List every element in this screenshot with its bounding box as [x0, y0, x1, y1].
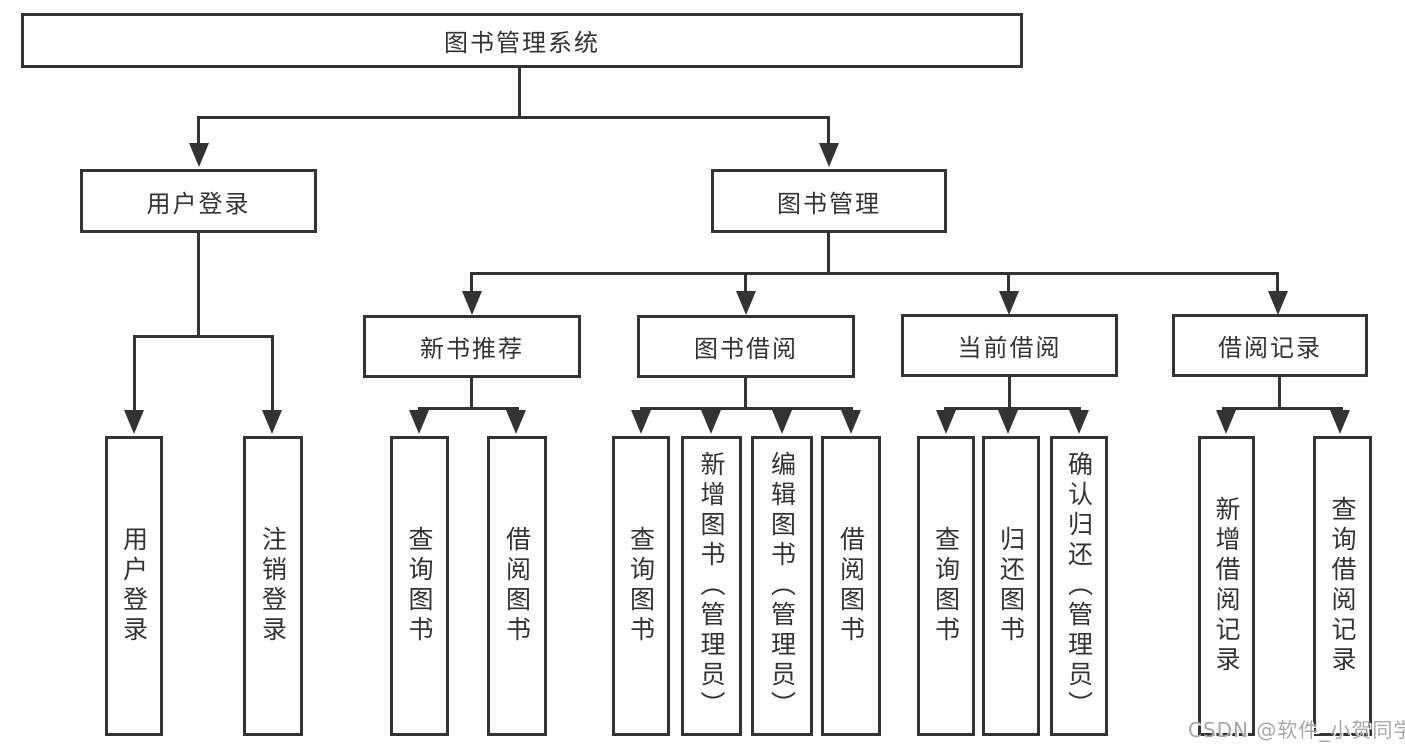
arrow-down-icon — [124, 410, 144, 434]
arrow-down-icon — [999, 291, 1019, 315]
connector-line — [640, 407, 853, 410]
leaf-borrow-book-recommend: 借阅图书 — [487, 436, 547, 736]
node-label: 借阅图书 — [502, 526, 532, 646]
leaf-user-login: 用户登录 — [105, 436, 163, 736]
connector-line — [470, 376, 473, 409]
arrow-down-icon — [701, 410, 721, 434]
node-label: 查询图书 — [626, 526, 656, 646]
node-label: 查询借阅记录 — [1328, 496, 1357, 676]
leaf-borrow-book: 借阅图书 — [821, 436, 881, 736]
node-label: 注销登录 — [258, 526, 288, 646]
connector-line — [470, 272, 473, 294]
connector-line — [827, 116, 830, 148]
arrow-down-icon — [1330, 410, 1350, 434]
node-label: 查询图书 — [931, 526, 961, 646]
arrow-down-icon — [936, 410, 956, 434]
connector-line — [197, 116, 200, 148]
arrow-down-icon — [1268, 291, 1288, 315]
arrow-down-icon — [506, 410, 526, 434]
connector-line — [744, 376, 747, 409]
connector-line — [133, 335, 274, 338]
node-label: 新书推荐 — [420, 335, 524, 363]
arrow-down-icon — [262, 410, 282, 434]
connector-line — [133, 335, 136, 413]
connector-line — [1278, 376, 1281, 409]
node-label: 新增借阅记录 — [1212, 496, 1241, 676]
arrow-down-icon — [631, 410, 651, 434]
leaf-query-book-borrow: 查询图书 — [612, 436, 670, 736]
leaf-add-book-admin: 新增图书（管理员） — [681, 436, 742, 736]
arrow-down-icon — [998, 410, 1018, 434]
connector-line — [744, 272, 747, 294]
arrow-down-icon — [772, 410, 792, 434]
node-label: 借阅记录 — [1218, 334, 1322, 362]
connector-line — [944, 407, 1081, 410]
node-label: 图书管理系统 — [444, 29, 600, 57]
connector-line — [271, 335, 274, 413]
node-borrow-record: 借阅记录 — [1172, 314, 1368, 377]
arrow-down-icon — [1216, 410, 1236, 434]
node-book-management: 图书管理 — [711, 169, 947, 233]
arrow-down-icon — [736, 291, 756, 315]
node-user-login: 用户登录 — [80, 169, 317, 233]
arrow-down-icon — [409, 410, 429, 434]
connector-line — [1008, 376, 1011, 409]
node-book-borrow: 图书借阅 — [637, 315, 855, 378]
node-label: 用户登录 — [146, 189, 251, 218]
arrow-down-icon — [819, 143, 839, 167]
leaf-query-borrow-record: 查询借阅记录 — [1313, 436, 1372, 736]
csdn-watermark: CSDN @软件_小贺同学 — [1188, 718, 1405, 742]
arrow-down-icon — [1069, 410, 1089, 434]
node-label: 确认归还（管理员） — [1064, 451, 1094, 721]
node-label: 用户登录 — [119, 526, 149, 646]
leaf-add-borrow-record: 新增借阅记录 — [1198, 436, 1255, 736]
connector-line — [418, 407, 519, 410]
leaf-return-book: 归还图书 — [982, 436, 1040, 736]
node-label: 编辑图书（管理员） — [767, 451, 797, 721]
leaf-logout: 注销登录 — [243, 436, 303, 736]
node-label: 查询图书 — [405, 526, 434, 646]
node-current-borrow: 当前借阅 — [901, 314, 1118, 377]
node-label: 新增图书（管理员） — [697, 451, 726, 721]
arrow-down-icon — [462, 291, 482, 315]
connector-line — [470, 272, 1279, 275]
connector-line — [197, 231, 200, 337]
leaf-query-book-current: 查询图书 — [917, 436, 975, 736]
connector-line — [197, 116, 830, 119]
node-new-book-recommend: 新书推荐 — [363, 315, 581, 378]
connector-line — [518, 66, 521, 116]
connector-line — [1276, 272, 1279, 294]
node-label: 借阅图书 — [836, 526, 866, 646]
connector-line — [1222, 407, 1343, 410]
node-label: 归还图书 — [996, 526, 1026, 646]
leaf-edit-book-admin: 编辑图书（管理员） — [751, 436, 813, 736]
node-label: 图书管理 — [777, 189, 881, 218]
connector-line — [827, 231, 830, 274]
leaf-confirm-return-admin: 确认归还（管理员） — [1050, 436, 1108, 736]
connector-line — [1007, 272, 1010, 294]
node-label: 当前借阅 — [957, 334, 1062, 362]
arrow-down-icon — [189, 143, 209, 167]
leaf-query-book-recommend: 查询图书 — [390, 436, 449, 736]
node-library-management-system: 图书管理系统 — [21, 13, 1023, 68]
arrow-down-icon — [841, 410, 861, 434]
node-label: 图书借阅 — [694, 335, 798, 363]
